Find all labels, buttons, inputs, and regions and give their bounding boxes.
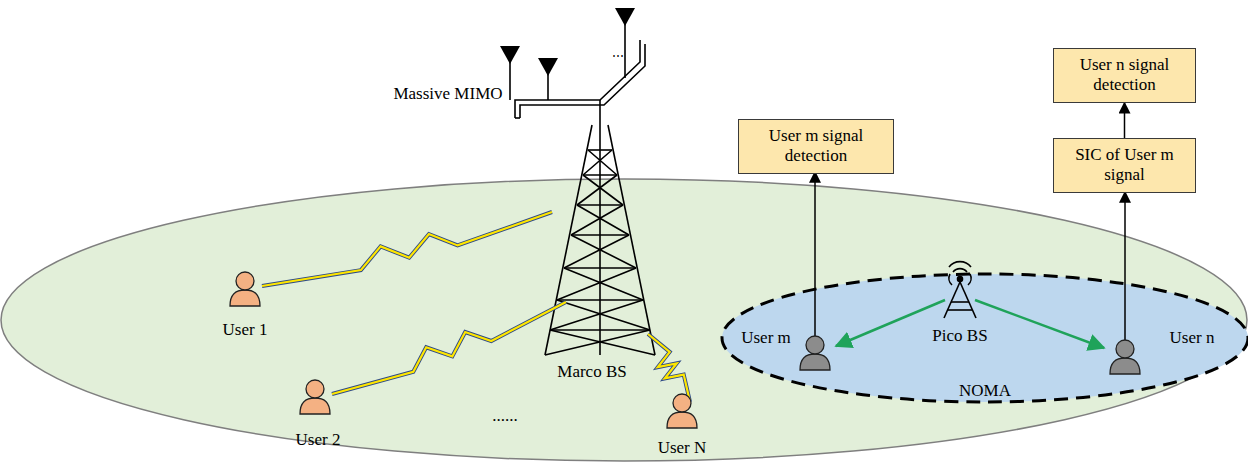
antenna-array: ⋯	[510, 24, 645, 125]
text-label: NOMA	[959, 381, 1011, 401]
wireless-link	[332, 302, 566, 394]
user-icon	[1110, 340, 1140, 374]
user-icon	[667, 394, 697, 428]
box-text: User m signal detection	[739, 122, 893, 171]
signal-arrow	[1124, 192, 1126, 340]
macro-cell	[1, 179, 1247, 461]
wireless-link	[332, 302, 566, 394]
text-label: ......	[492, 406, 518, 426]
text-label: Massive MIMO	[393, 84, 502, 104]
text-label: User 2	[296, 430, 341, 450]
text-label: User m	[741, 328, 791, 348]
text-label: Pico BS	[932, 326, 987, 346]
user-icon	[800, 336, 830, 370]
connector-arrow	[1124, 103, 1126, 138]
antenna-element	[500, 8, 635, 76]
text-label: Marco BS	[557, 362, 626, 382]
box-text: User n signal detection	[1054, 51, 1195, 100]
process-box: User m signal detection	[738, 119, 894, 174]
box-text: SIC of User m signal	[1054, 141, 1195, 190]
process-box: SIC of User m signal	[1053, 138, 1196, 193]
macro-tower	[545, 125, 655, 355]
wireless-link	[648, 334, 690, 402]
downlink-arrow	[836, 300, 945, 346]
signal-arrow	[814, 172, 816, 336]
text-label: User n	[1170, 328, 1215, 348]
svg-text:⋯: ⋯	[612, 49, 624, 63]
pico-bs	[944, 262, 976, 318]
wireless-link	[262, 212, 552, 286]
user-icon	[230, 272, 260, 306]
wireless-link	[262, 212, 552, 286]
pico-cell	[722, 274, 1248, 402]
user-icon	[300, 380, 330, 414]
text-label: User 1	[223, 320, 268, 340]
process-box: User n signal detection	[1053, 48, 1196, 103]
text-label: User N	[658, 438, 707, 458]
wireless-links	[262, 212, 690, 402]
wireless-link	[648, 334, 690, 402]
downlink-arrow	[975, 300, 1104, 348]
